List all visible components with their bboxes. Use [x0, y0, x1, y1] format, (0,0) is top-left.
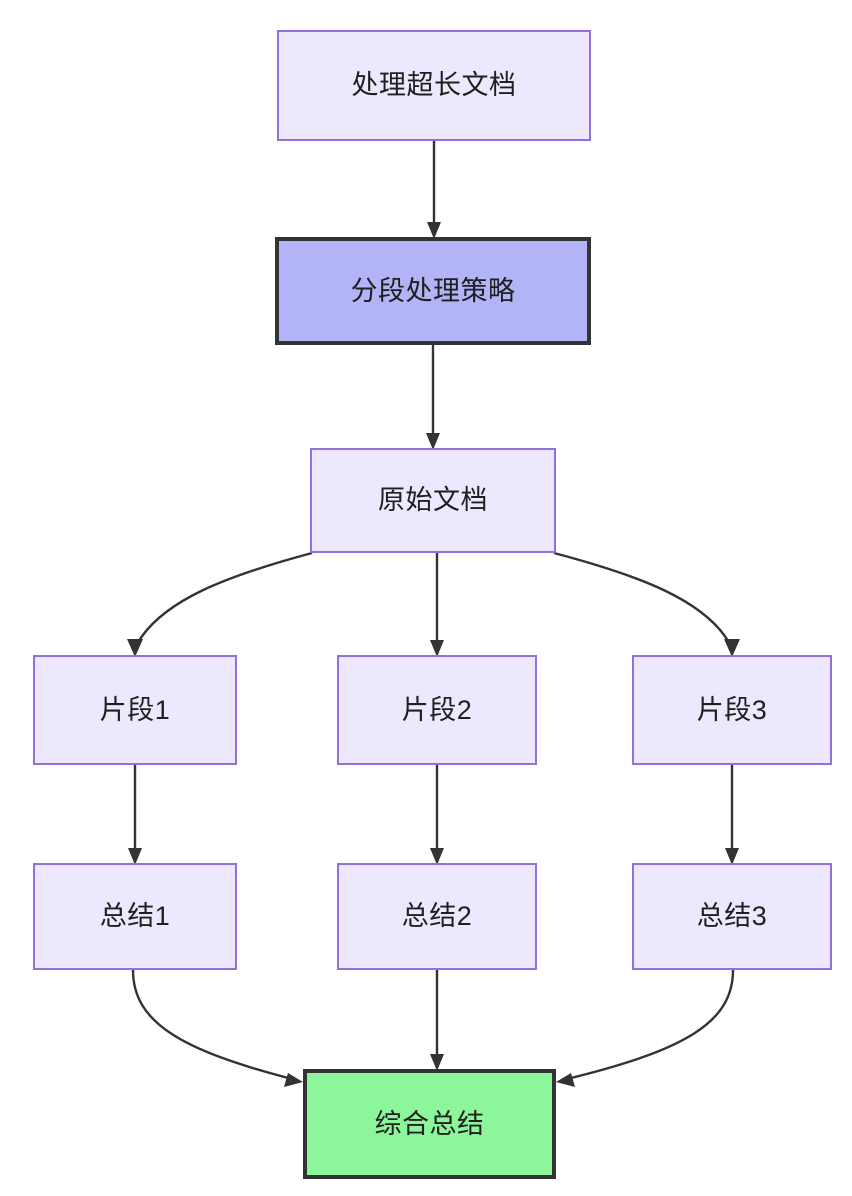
node-label: 总结1 — [99, 901, 171, 932]
edge-source-doc-to-fragment-3 — [553, 551, 740, 657]
edge-fragment-3-to-summary-3 — [725, 765, 739, 865]
node-summary-2[interactable]: 总结2 — [337, 863, 537, 970]
node-fragment-3[interactable]: 片段3 — [632, 655, 832, 765]
edge-summary-1-to-final-summary — [131, 969, 303, 1087]
edge-long-doc-to-strategy — [427, 141, 441, 239]
edge-summary-3-to-final-summary — [556, 969, 735, 1087]
node-source-doc[interactable]: 原始文档 — [310, 448, 556, 553]
edge-fragment-1-to-summary-1 — [128, 765, 142, 865]
node-label: 分段处理策略 — [350, 275, 516, 306]
node-label: 片段2 — [401, 694, 473, 725]
node-long-doc[interactable]: 处理超长文档 — [277, 30, 591, 141]
edge-summary-2-to-final-summary — [430, 970, 444, 1071]
edge-fragment-2-to-summary-2 — [430, 765, 444, 865]
node-label: 处理超长文档 — [351, 70, 517, 101]
node-strategy[interactable]: 分段处理策略 — [275, 237, 591, 345]
node-label: 总结2 — [401, 901, 473, 932]
node-final-summary[interactable]: 综合总结 — [303, 1069, 556, 1179]
node-label: 片段1 — [99, 694, 171, 725]
node-label: 原始文档 — [378, 485, 488, 516]
node-summary-1[interactable]: 总结1 — [33, 863, 237, 970]
node-fragment-1[interactable]: 片段1 — [33, 655, 237, 765]
node-fragment-2[interactable]: 片段2 — [337, 655, 537, 765]
node-label: 总结3 — [696, 901, 768, 932]
edge-source-doc-to-fragment-1 — [127, 551, 313, 657]
node-label: 综合总结 — [374, 1108, 485, 1139]
edge-source-doc-to-fragment-2 — [430, 553, 444, 657]
edge-strategy-to-source-doc — [426, 345, 440, 450]
node-summary-3[interactable]: 总结3 — [632, 863, 832, 970]
node-label: 片段3 — [696, 694, 768, 725]
